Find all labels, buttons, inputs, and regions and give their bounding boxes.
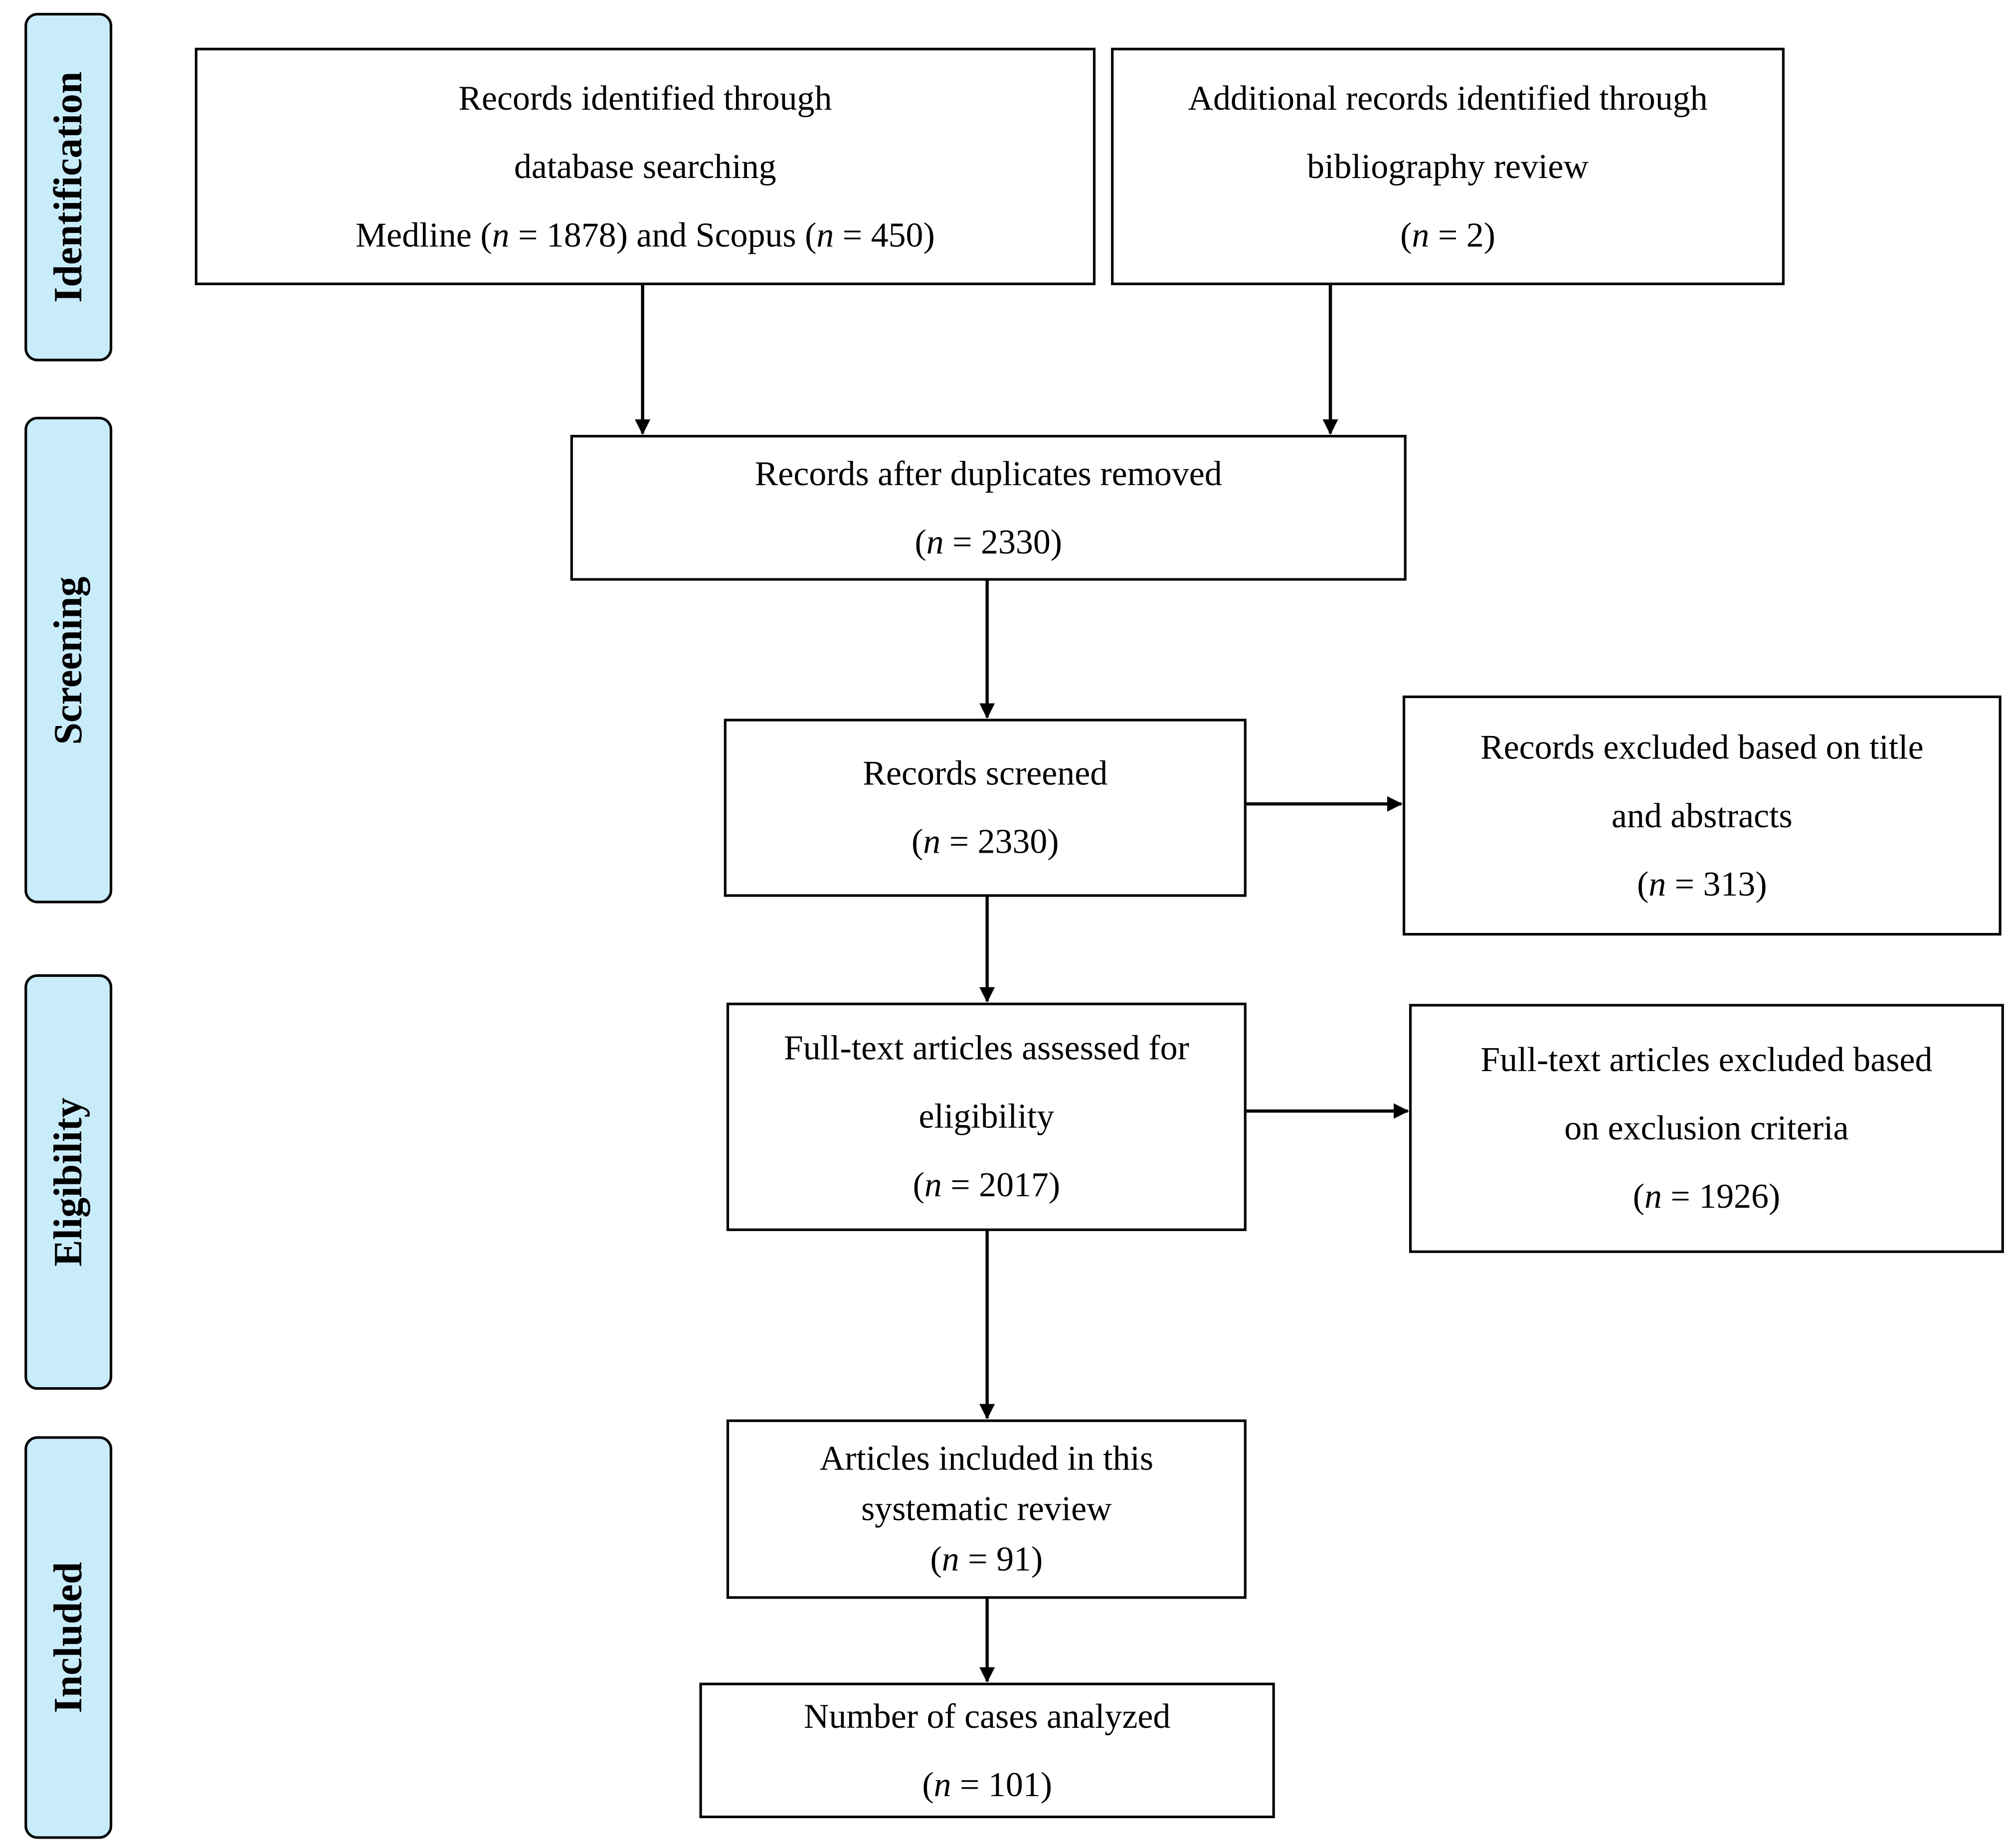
fulltext-line1: Full-text articles assessed for	[783, 1028, 1189, 1068]
phase-included: Included	[24, 1436, 113, 1839]
phase-eligibility: Eligibility	[24, 974, 113, 1390]
cases-count: (n = 101)	[922, 1764, 1052, 1804]
deduplicated-line1: Records after duplicates removed	[754, 453, 1222, 493]
included-line2: systematic review	[861, 1489, 1112, 1528]
box-fulltext-excluded: Full-text articles excluded based on exc…	[1409, 1004, 2004, 1253]
box-articles-included: Articles included in this systematic rev…	[726, 1419, 1247, 1599]
box-records-after-duplicates: Records after duplicates removed (n = 23…	[570, 435, 1407, 581]
box-database-records: Records identified through database sear…	[194, 47, 1096, 285]
excluded-title-count: (n = 313)	[1637, 864, 1767, 903]
additional-records-line1: Additional records identified through	[1188, 78, 1708, 117]
included-count: (n = 91)	[930, 1539, 1043, 1578]
screened-count: (n = 2330)	[911, 822, 1059, 861]
included-line1: Articles included in this	[819, 1439, 1154, 1478]
fulltext-excluded-line2: on exclusion criteria	[1564, 1108, 1849, 1147]
excluded-title-line2: and abstracts	[1611, 795, 1793, 835]
box-records-excluded-title: Records excluded based on title and abst…	[1402, 695, 2002, 936]
database-records-line3: Medline (n = 1878) and Scopus (n = 450)	[356, 214, 935, 254]
fulltext-excluded-line1: Full-text articles excluded based	[1480, 1040, 1933, 1079]
deduplicated-count: (n = 2330)	[915, 522, 1063, 561]
database-records-line2: database searching	[514, 146, 776, 185]
box-records-screened: Records screened (n = 2330)	[724, 719, 1247, 897]
cases-line1: Number of cases analyzed	[804, 1696, 1171, 1735]
box-fulltext-assessed: Full-text articles assessed for eligibil…	[726, 1002, 1247, 1231]
fulltext-count: (n = 2017)	[913, 1165, 1061, 1204]
additional-records-count: (n = 2)	[1400, 214, 1495, 254]
database-records-line1: Records identified through	[458, 78, 832, 117]
excluded-title-line1: Records excluded based on title	[1480, 727, 1924, 766]
screened-line1: Records screened	[863, 753, 1108, 792]
additional-records-line2: bibliography review	[1307, 146, 1589, 185]
fulltext-excluded-count: (n = 1926)	[1633, 1177, 1781, 1216]
phase-screening: Screening	[24, 416, 113, 904]
fulltext-line2: eligibility	[918, 1097, 1055, 1136]
box-additional-records: Additional records identified through bi…	[1111, 47, 1785, 285]
box-cases-analyzed: Number of cases analyzed (n = 101)	[699, 1682, 1275, 1819]
phase-identification: Identification	[24, 12, 113, 362]
